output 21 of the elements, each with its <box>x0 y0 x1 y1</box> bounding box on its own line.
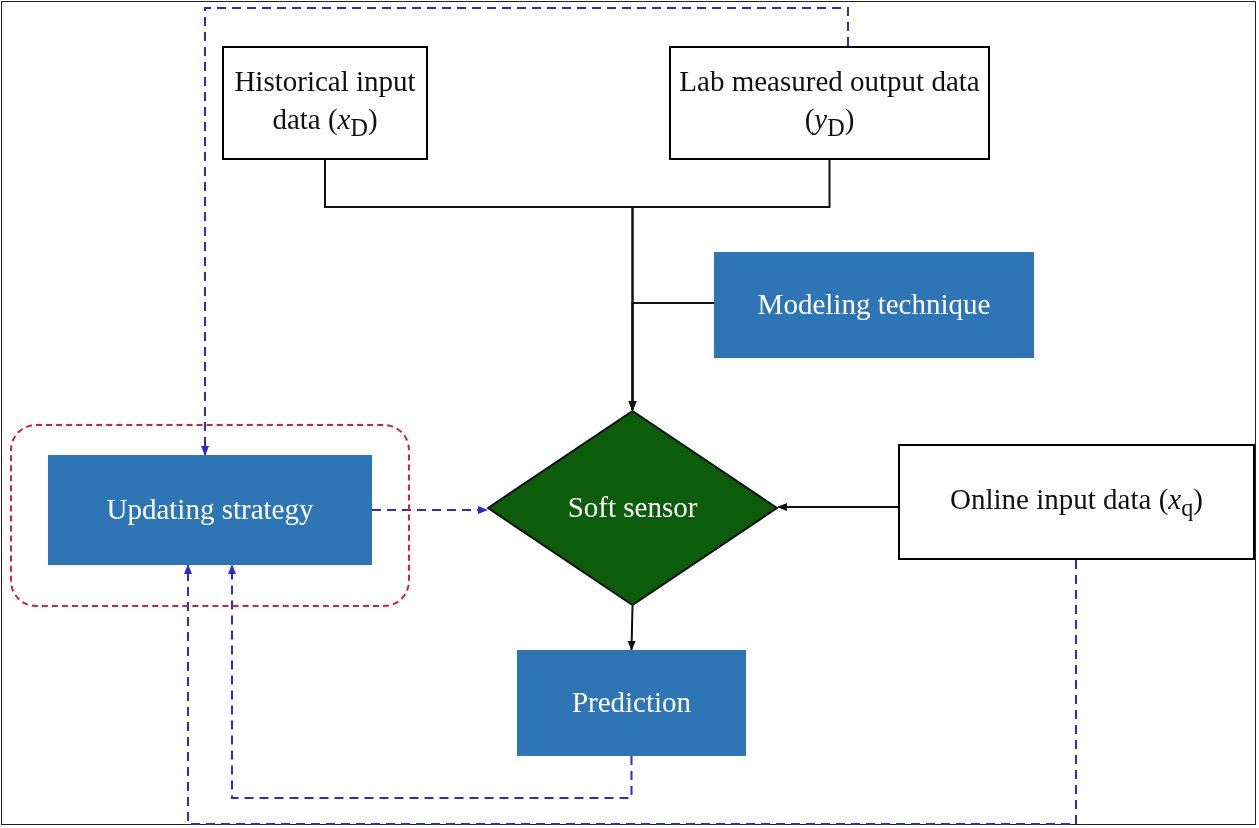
arrow <box>184 559 1077 825</box>
data-box <box>898 444 1255 560</box>
node-label: Historical input data (x$_{D}$) <box>233 64 417 143</box>
dashed-group-box <box>10 424 410 607</box>
node-label: Soft sensor <box>566 490 699 526</box>
data-box <box>222 46 428 160</box>
arrow <box>627 605 636 651</box>
process-box <box>714 252 1034 358</box>
arrow <box>628 302 715 411</box>
node-label: Lab measured output data (y$_{D}$) <box>678 64 981 143</box>
node-label: Updating strategy <box>105 492 315 528</box>
node-label: Prediction <box>570 685 693 721</box>
node-label: Online input data (x$_{q}$) <box>949 481 1204 523</box>
arrow <box>777 503 899 511</box>
arrow <box>201 7 849 456</box>
arrow <box>371 506 488 514</box>
data-box <box>669 46 990 160</box>
node-label: Modeling technique <box>756 287 992 323</box>
arrow <box>228 564 633 799</box>
process-box <box>48 455 372 565</box>
process-box <box>517 650 746 756</box>
